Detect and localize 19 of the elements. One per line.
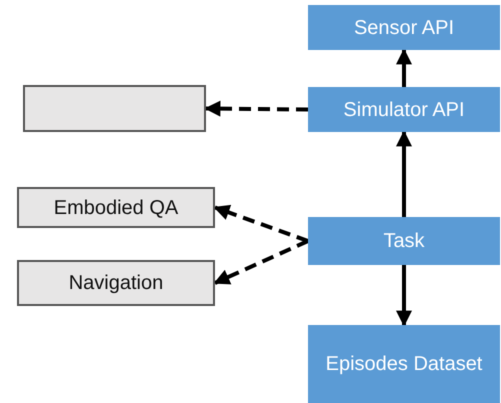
arrow bbox=[396, 48, 412, 87]
arrow bbox=[396, 265, 412, 327]
box-label: Simulator API bbox=[342, 98, 466, 122]
arrow bbox=[214, 239, 309, 285]
box-label: Sensor API bbox=[352, 16, 456, 40]
box-label: Task bbox=[382, 229, 426, 254]
process-box bbox=[308, 217, 500, 265]
arrow bbox=[396, 130, 412, 217]
process-box bbox=[17, 187, 215, 228]
arrow bbox=[214, 204, 309, 243]
process-box bbox=[17, 260, 215, 306]
arrow bbox=[204, 100, 308, 117]
box-label: Embodied QA bbox=[52, 196, 180, 220]
box-label: Episodes Dataset bbox=[324, 352, 484, 377]
box-label: Navigation bbox=[68, 271, 164, 296]
process-box bbox=[308, 87, 500, 132]
process-box bbox=[308, 325, 500, 403]
process-box bbox=[308, 5, 500, 50]
process-box bbox=[23, 85, 206, 132]
